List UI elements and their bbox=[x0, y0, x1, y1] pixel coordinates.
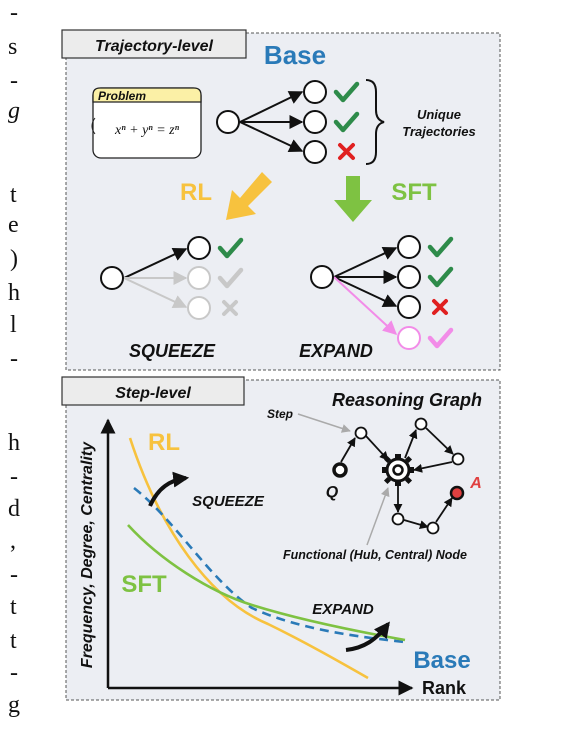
cross-icon bbox=[338, 143, 355, 160]
reasoning-graph: Q A Step Functional (Hub, Central) Node bbox=[267, 407, 482, 562]
base-root-node bbox=[216, 110, 240, 134]
rl-down-arrow-icon bbox=[226, 172, 272, 220]
step-node bbox=[354, 426, 368, 440]
margin-char: s bbox=[8, 34, 18, 60]
base-curve-label: Base bbox=[413, 647, 470, 674]
problem-label: Problem bbox=[98, 89, 146, 103]
sft-expand-tree: EXPAND bbox=[299, 235, 454, 361]
step-node bbox=[451, 452, 465, 466]
margin-char: ) bbox=[10, 246, 18, 272]
margin-char: - bbox=[10, 562, 18, 588]
margin-char: e bbox=[8, 212, 19, 238]
sft-curve-label: SFT bbox=[121, 571, 167, 598]
step-level-header: Step-level bbox=[115, 385, 191, 402]
squeeze-label: SQUEEZE bbox=[129, 341, 216, 361]
margin-char: - bbox=[10, 0, 18, 26]
rl-curve-label: RL bbox=[148, 429, 180, 456]
squeeze-arrow-icon bbox=[148, 471, 190, 507]
base-trajectory-tree: Unique Trajectories bbox=[216, 79, 476, 165]
step-callout-arrow bbox=[297, 413, 351, 433]
rl-leaf-node-faded bbox=[187, 296, 211, 320]
base-title: Base bbox=[264, 40, 326, 70]
reasoning-graph-title: Reasoning Graph bbox=[332, 390, 482, 410]
margin-char: - bbox=[10, 68, 18, 94]
brace-icon bbox=[365, 79, 385, 165]
step-node bbox=[414, 417, 428, 431]
rl-leaf-node-faded bbox=[187, 266, 211, 290]
y-axis-label: Frequency, Degree, Centrality bbox=[79, 441, 96, 668]
question-label: Q bbox=[326, 484, 339, 501]
question-node bbox=[332, 462, 348, 478]
base-leaf-node bbox=[303, 110, 327, 134]
rl-leaf-node bbox=[187, 236, 211, 260]
expand-arrow-icon bbox=[345, 621, 390, 652]
hub-gear-icon bbox=[382, 454, 414, 486]
expand-curve-label: EXPAND bbox=[312, 601, 374, 618]
step-node bbox=[391, 512, 405, 526]
answer-label: A bbox=[469, 475, 482, 492]
margin-char: h bbox=[8, 430, 20, 456]
sft-leaf-node bbox=[397, 295, 421, 319]
check-icon bbox=[217, 237, 244, 259]
sft-leaf-node bbox=[397, 265, 421, 289]
step-level-panel: Step-level Reasoning Graph Frequency, De… bbox=[61, 376, 501, 701]
rl-title: RL bbox=[180, 179, 212, 206]
check-icon bbox=[333, 111, 360, 133]
margin-char: - bbox=[10, 464, 18, 490]
x-axis-label: Rank bbox=[422, 678, 467, 698]
check-new-icon bbox=[427, 327, 454, 349]
margin-char: d bbox=[8, 496, 20, 522]
trajectory-level-header: Trajectory-level bbox=[95, 38, 214, 55]
base-curve bbox=[133, 486, 406, 644]
cross-icon bbox=[432, 299, 448, 315]
sft-new-leaf-node bbox=[397, 326, 421, 350]
sft-leaf-node bbox=[397, 235, 421, 259]
sft-down-arrow-icon bbox=[334, 176, 372, 222]
step-level-header-box bbox=[61, 376, 245, 406]
expand-label: EXPAND bbox=[299, 341, 373, 361]
sft-title: SFT bbox=[391, 179, 437, 206]
rl-root-node bbox=[100, 266, 124, 290]
trajectory-level-header-box bbox=[61, 29, 247, 59]
rl-squeeze-tree: SQUEEZE bbox=[100, 236, 244, 361]
answer-node bbox=[449, 485, 465, 501]
margin-char: h bbox=[8, 280, 20, 306]
problem-card: Problem xⁿ + yⁿ = zⁿ bbox=[91, 87, 202, 159]
step-callout-label: Step bbox=[267, 407, 293, 421]
margin-char: t bbox=[10, 594, 17, 620]
cross-faded-icon bbox=[222, 300, 238, 316]
unique-trajectories-line1: Unique bbox=[417, 107, 461, 122]
problem-equation: xⁿ + yⁿ = zⁿ bbox=[114, 123, 180, 138]
check-icon bbox=[427, 236, 454, 258]
margin-char: g bbox=[8, 692, 20, 718]
margin-char: g bbox=[8, 98, 20, 124]
margin-char: - bbox=[10, 660, 18, 686]
base-leaf-node bbox=[303, 80, 327, 104]
squeeze-curve-label: SQUEEZE bbox=[192, 493, 265, 510]
check-icon bbox=[333, 81, 360, 103]
rl-curve bbox=[128, 437, 369, 680]
hub-callout-arrow bbox=[366, 487, 390, 546]
margin-char: t bbox=[10, 628, 17, 654]
background-page-text: - s - g t e ) h l - h - d , - t t - g bbox=[0, 0, 30, 733]
margin-char: , bbox=[10, 528, 16, 554]
margin-char: l bbox=[10, 312, 17, 338]
step-node bbox=[426, 521, 440, 535]
unique-trajectories-line2: Trajectories bbox=[402, 124, 475, 139]
margin-char: - bbox=[10, 346, 18, 372]
hub-callout-label: Functional (Hub, Central) Node bbox=[283, 548, 467, 562]
base-leaf-node bbox=[303, 140, 327, 164]
sft-curve bbox=[127, 524, 406, 642]
trajectory-level-panel: Trajectory-level Base Problem xⁿ + yⁿ = … bbox=[61, 29, 501, 371]
check-faded-icon bbox=[217, 267, 244, 289]
check-icon bbox=[427, 266, 454, 288]
margin-char: t bbox=[10, 182, 17, 208]
sft-root-node bbox=[310, 265, 334, 289]
